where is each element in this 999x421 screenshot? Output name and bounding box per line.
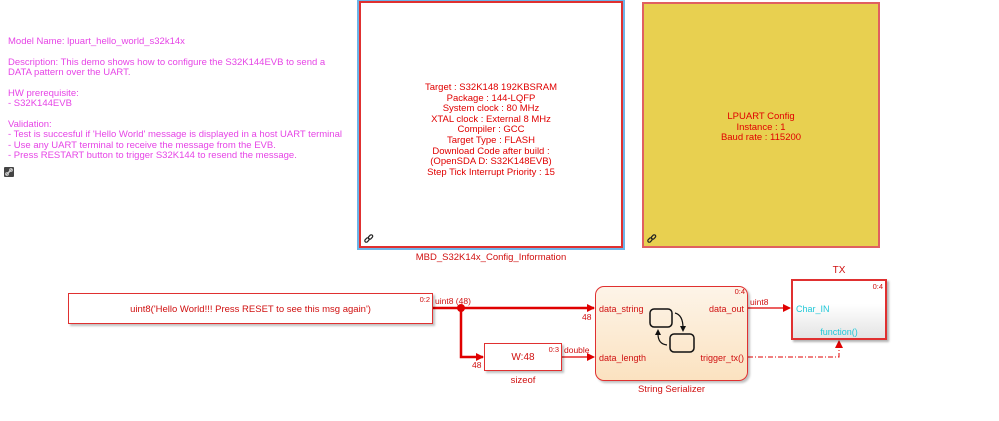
description-line-2: DATA pattern over the UART. — [8, 67, 131, 78]
stateflow-chart-icon — [649, 308, 695, 353]
sample-time-label: 0:2 — [419, 295, 430, 304]
lpuart-line: LPUART Config — [727, 111, 795, 122]
sizeof-block[interactable]: W:48 0:3 — [484, 343, 562, 371]
input-port-char-in: Char_IN — [796, 304, 830, 314]
validation-title: Validation: — [8, 118, 52, 130]
config-information-text: Target : S32K148 192KBSRAM Package : 144… — [361, 82, 621, 178]
config-line: XTAL clock : External 8 MHz — [431, 113, 551, 125]
model-annotation: Model Name: lpuart_hello_world_s32k14x D… — [8, 36, 353, 172]
tx-block-name: TX — [832, 265, 846, 276]
sample-time-label: 0:4 — [734, 287, 745, 296]
string-serializer-chart[interactable]: data_string data_length data_out trigger… — [595, 286, 748, 381]
description-line-1: Description: This demo shows how to conf… — [8, 56, 326, 68]
signal-label-const-out: uint8 (48) — [435, 296, 471, 306]
config-line: (OpenSDA D: S32K148EVB) — [430, 156, 552, 168]
config-line: System clock : 80 MHz — [442, 103, 540, 115]
config-line: Target : S32K148 192KBSRAM — [424, 82, 558, 93]
lpuart-line: Instance : 1 — [736, 121, 786, 133]
signal-trigger — [748, 340, 843, 358]
constant-value: uint8('Hello World!!! Press RESET to see… — [130, 304, 371, 315]
config-information-label: MBD_S32K14x_Config_Information — [415, 252, 567, 263]
output-port-data-out: data_out — [708, 304, 744, 314]
validation-item-2: - Use any UART terminal to receive the m… — [8, 139, 276, 151]
library-link-icon — [364, 234, 374, 243]
lpuart-line: Baud rate : 115200 — [720, 132, 802, 143]
sizeof-value: W:48 — [511, 352, 535, 363]
config-line: Step Tick Interrupt Priority : 15 — [427, 166, 555, 178]
config-line: Download Code after build : — [432, 145, 550, 157]
trigger-port-function: function() — [820, 327, 858, 337]
config-information-block[interactable]: Target : S32K148 192KBSRAM Package : 144… — [357, 0, 625, 250]
sizeof-block-name: sizeof — [510, 375, 536, 386]
input-port-data-length: data_length — [599, 353, 647, 363]
validation-item-1: - Test is succesful if 'Hello World' mes… — [8, 129, 342, 140]
input-port-data-string: data_string — [599, 304, 644, 314]
signal-label-sizeof-out: double — [564, 345, 590, 355]
signal-branch-to-sizeof — [459, 308, 484, 361]
hw-prereq-item: - S32K144EVB — [8, 98, 72, 109]
library-link-icon — [647, 234, 657, 243]
lpuart-config-text: LPUART Config Instance : 1 Baud rate : 1… — [644, 111, 878, 144]
branch-point — [457, 304, 465, 312]
sample-time-label: 0:4 — [872, 282, 883, 291]
model-name: Model Name: lpuart_hello_world_s32k14x — [8, 36, 185, 47]
hw-prereq-title: HW prerequisite: — [8, 87, 79, 99]
tx-function-call-subsystem[interactable]: Char_IN function() 0:4 — [791, 279, 887, 340]
signal-dim-sizeof: 48 — [472, 360, 482, 370]
lpuart-config-block[interactable]: LPUART Config Instance : 1 Baud rate : 1… — [642, 2, 880, 248]
string-serializer-name: String Serializer — [637, 384, 706, 395]
constant-block[interactable]: uint8('Hello World!!! Press RESET to see… — [68, 293, 433, 324]
output-port-trigger-tx: trigger_tx() — [700, 353, 744, 363]
config-line: Compiler : GCC — [457, 124, 525, 136]
annotation-link-icon[interactable] — [4, 167, 14, 177]
signal-dim-data-string: 48 — [582, 312, 592, 322]
sample-time-label: 0:3 — [548, 345, 559, 354]
config-line: Target Type : FLASH — [446, 134, 535, 146]
signal-label-chart-out: uint8 — [750, 297, 769, 307]
validation-item-3: - Press RESTART button to trigger S32K14… — [8, 150, 297, 161]
config-line: Package : 144-LQFP — [446, 92, 536, 104]
